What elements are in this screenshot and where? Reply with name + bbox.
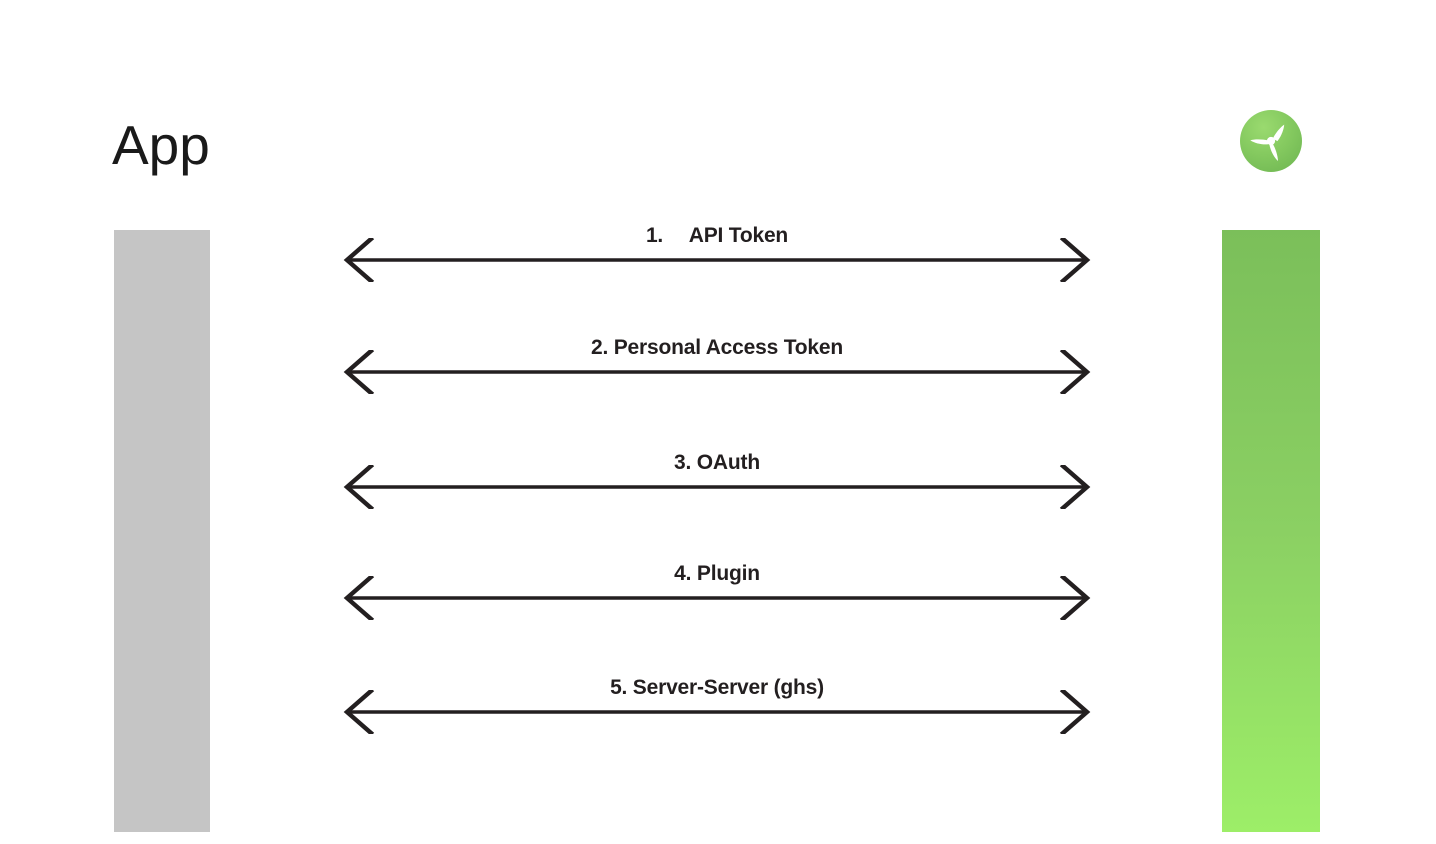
message-label: 5. Server-Server (ghs) xyxy=(610,676,824,699)
bidirectional-arrow-icon xyxy=(343,576,1091,620)
message-label: 3. OAuth xyxy=(674,451,760,474)
message-label: 1. API Token xyxy=(645,224,789,247)
propeller-logo-icon xyxy=(1239,109,1303,173)
bidirectional-arrow-icon xyxy=(343,238,1091,282)
message-label: 4. Plugin xyxy=(674,562,760,585)
bidirectional-arrow-icon xyxy=(343,350,1091,394)
bidirectional-arrow-icon xyxy=(343,465,1091,509)
page-title: App xyxy=(112,114,210,176)
lifeline-service xyxy=(1222,230,1320,832)
message-label: 2. Personal Access Token xyxy=(591,336,843,359)
bidirectional-arrow-icon xyxy=(343,690,1091,734)
lifeline-app xyxy=(114,230,210,832)
